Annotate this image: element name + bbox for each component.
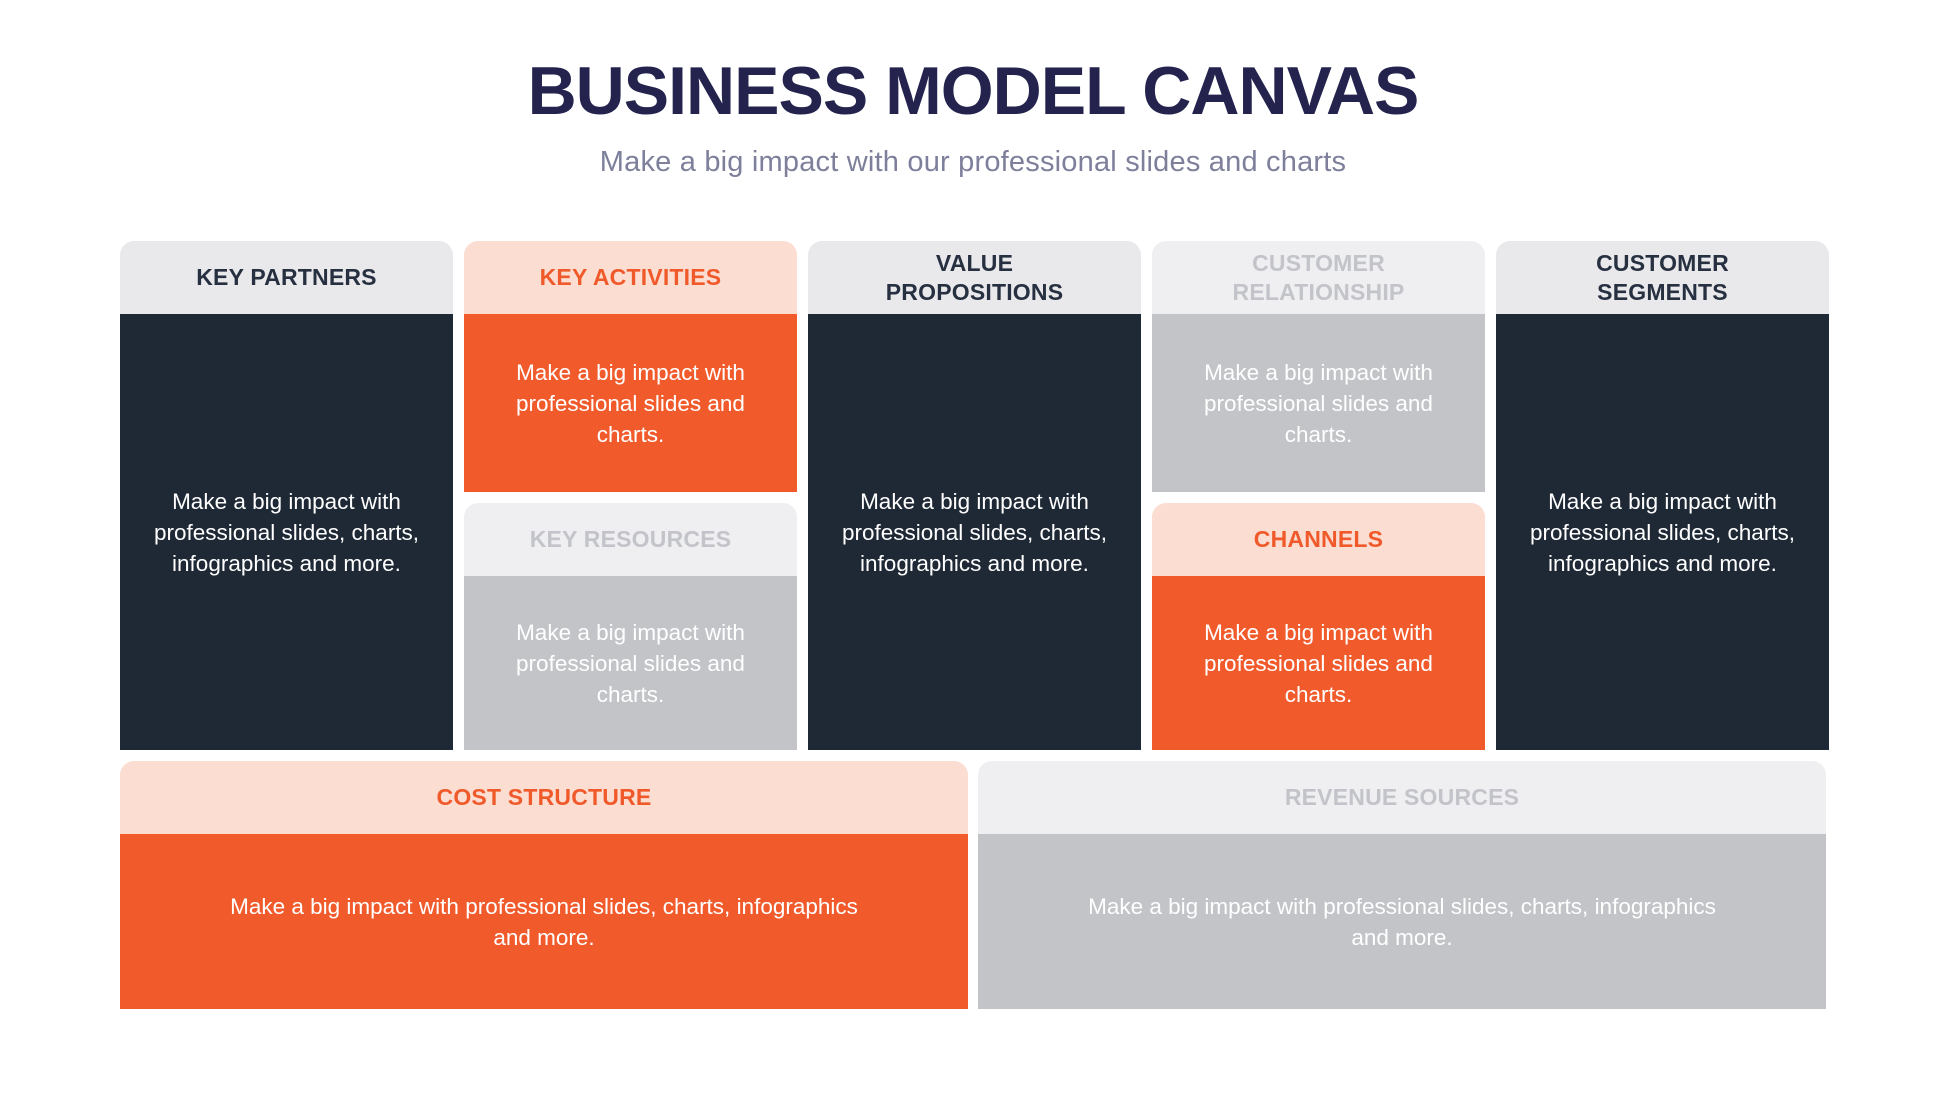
customer-segments-body: Make a big impact with professional slid… [1496, 314, 1829, 750]
channels-title: CHANNELS [1253, 526, 1384, 552]
cost-structure-body: Make a big impact with professional slid… [120, 834, 968, 1009]
key-partners-text: Make a big impact with professional slid… [153, 488, 420, 576]
cost-structure-text: Make a big impact with professional slid… [230, 893, 858, 950]
customer-relationship-header: CUSTOMER RELATIONSHIP [1152, 241, 1485, 314]
key-resources-header: KEY RESOURCES [464, 503, 797, 576]
customer-segments-header: CUSTOMER SEGMENTS [1496, 241, 1829, 314]
customer-relationship-body: Make a big impact with professional slid… [1152, 314, 1485, 492]
canvas-grid: KEY PARTNERS Make a big impact with prof… [120, 241, 1829, 750]
page-title: BUSINESS MODEL CANVAS [527, 53, 1420, 129]
key-resources-text: Make a big impact with professional slid… [516, 619, 745, 707]
channels-body: Make a big impact with professional slid… [1152, 576, 1485, 750]
column-value-propositions: VALUE PROPOSITIONS Make a big impact wit… [808, 241, 1141, 750]
customer-relationship-title: CUSTOMER RELATIONSHIP [1232, 249, 1405, 305]
column-key-partners: KEY PARTNERS Make a big impact with prof… [120, 241, 453, 750]
key-resources-body: Make a big impact with professional slid… [464, 576, 797, 750]
key-resources-title: KEY RESOURCES [529, 526, 732, 552]
key-partners-header: KEY PARTNERS [120, 241, 453, 314]
customer-segments-text: Make a big impact with professional slid… [1529, 488, 1796, 576]
revenue-sources-text: Make a big impact with professional slid… [1088, 893, 1716, 950]
bottom-row: COST STRUCTURE Make a big impact with pr… [120, 761, 1826, 1009]
column-customer-segments: CUSTOMER SEGMENTS Make a big impact with… [1496, 241, 1829, 750]
value-propositions-text: Make a big impact with professional slid… [841, 488, 1108, 576]
key-activities-text: Make a big impact with professional slid… [516, 359, 745, 447]
revenue-sources-header: REVENUE SOURCES [978, 761, 1826, 834]
key-activities-title: KEY ACTIVITIES [539, 264, 722, 290]
key-resources-block: KEY RESOURCES Make a big impact with pro… [464, 492, 797, 750]
value-propositions-title: VALUE PROPOSITIONS [885, 249, 1064, 305]
key-partners-title: KEY PARTNERS [196, 264, 377, 290]
cost-structure-block: COST STRUCTURE Make a big impact with pr… [120, 761, 968, 1009]
revenue-sources-body: Make a big impact with professional slid… [978, 834, 1826, 1009]
revenue-sources-title: REVENUE SOURCES [1284, 784, 1520, 810]
value-propositions-body: Make a big impact with professional slid… [808, 314, 1141, 750]
key-partners-body: Make a big impact with professional slid… [120, 314, 453, 750]
channels-header: CHANNELS [1152, 503, 1485, 576]
customer-segments-title: CUSTOMER SEGMENTS [1596, 249, 1729, 305]
column-key-activities-resources: KEY ACTIVITIES Make a big impact with pr… [464, 241, 797, 750]
key-activities-header: KEY ACTIVITIES [464, 241, 797, 314]
cost-structure-header: COST STRUCTURE [120, 761, 968, 834]
cost-structure-title: COST STRUCTURE [436, 784, 652, 810]
revenue-sources-block: REVENUE SOURCES Make a big impact with p… [978, 761, 1826, 1009]
customer-relationship-text: Make a big impact with professional slid… [1204, 359, 1433, 447]
page-subtitle: Make a big impact with our professional … [599, 146, 1347, 178]
channels-block: CHANNELS Make a big impact with professi… [1152, 492, 1485, 750]
value-propositions-header: VALUE PROPOSITIONS [808, 241, 1141, 314]
column-customer-relationship-channels: CUSTOMER RELATIONSHIP Make a big impact … [1152, 241, 1485, 750]
channels-text: Make a big impact with professional slid… [1204, 619, 1433, 707]
key-activities-body: Make a big impact with professional slid… [464, 314, 797, 492]
